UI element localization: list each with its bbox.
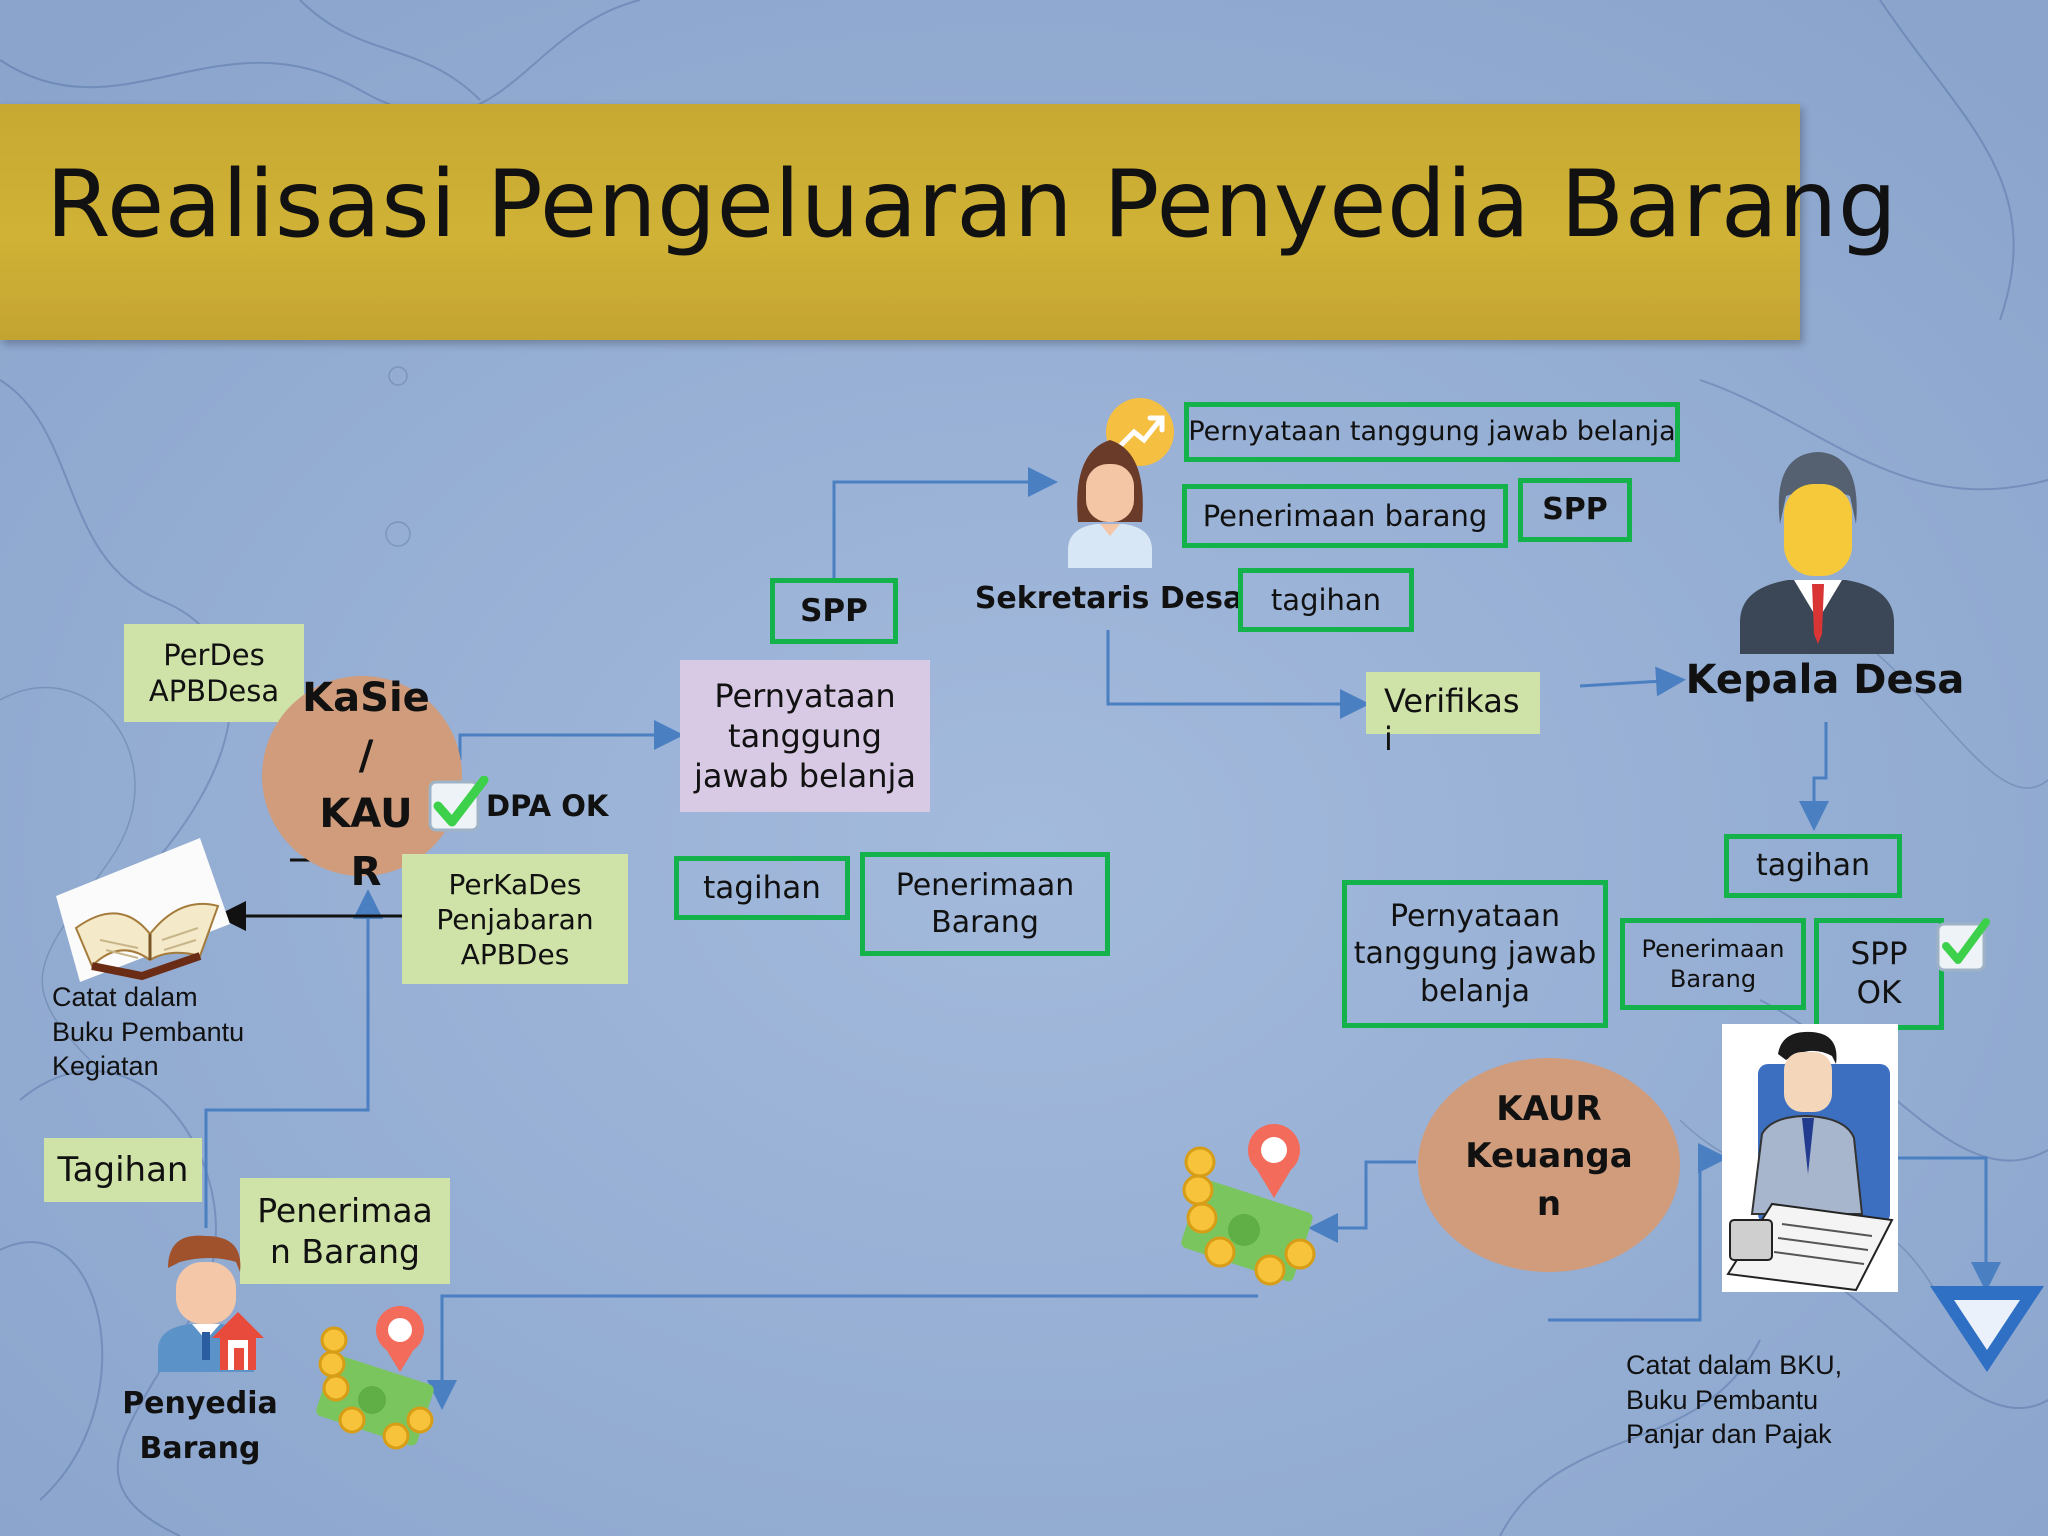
sekretaris-pernyataan-box: Pernyataan tanggung jawab belanja (1184, 402, 1680, 462)
sekretaris-tagihan-box: tagihan (1238, 568, 1414, 632)
sekretaris-spp-box: SPP (1518, 478, 1632, 542)
verifikasi-label: Verifikas i (1384, 682, 1520, 759)
arrow-spp-to-sekretaris (832, 467, 1058, 578)
perkades-box: PerKaDes Penjabaran APBDes (402, 854, 628, 984)
clerk-at-desk-icon (1722, 1024, 1898, 1292)
arrow-kaur-to-clerk (1548, 1143, 1728, 1322)
arrow-clerk-to-triangle (1898, 1156, 2001, 1292)
kepala-pernyataan-box: Pernyataan tanggung jawab belanja (1342, 880, 1608, 1028)
businessman-avatar-icon (1738, 444, 1896, 654)
kasie-circle (262, 676, 462, 876)
arrow-kasie-to-pertanggungjawaban (458, 720, 684, 760)
penyedia-barang-label: Penyedia Barang (122, 1386, 278, 1466)
arrow-kepala-to-tagihan (1799, 722, 1829, 831)
spp-middle-box: SPP (770, 578, 898, 644)
penerimaan-middle-box: Penerimaan Barang (860, 852, 1110, 956)
kepala-desa-label: Kepala Desa (1685, 657, 1965, 703)
spp-checkmark-icon (1934, 916, 1992, 976)
penerimaan-left-box: Penerimaa n Barang (240, 1178, 450, 1284)
kepala-tagihan-box: tagihan (1724, 834, 1902, 898)
catat-bku-text: Catat dalam BKU, Buku Pembantu Panjar da… (1626, 1350, 1843, 1450)
tagihan-left-box: Tagihan (44, 1138, 202, 1202)
checkmark-icon (428, 775, 490, 836)
arrow-money-to-vendor-money (427, 1294, 1258, 1410)
verifikasi-box (1366, 672, 1540, 734)
kaur-keuangan-circle (1418, 1058, 1680, 1272)
arrow-tagihan-to-kasie (204, 889, 383, 1228)
tagihan-middle-box: tagihan (674, 856, 850, 920)
house-icon (210, 1310, 266, 1372)
open-book-icon (50, 836, 232, 986)
money-coins-icon (312, 1302, 444, 1460)
down-triangle-icon (1926, 1282, 2048, 1378)
spp-ok-box: SPP OK (1814, 918, 1944, 1030)
map-pin-money-icon (1176, 1118, 1322, 1300)
page-title: Realisasi Pengeluaran Penyedia Barang (46, 150, 1898, 258)
catat-buku-pembantu-text: Catat dalam Buku Pembantu Kegiatan (52, 982, 245, 1082)
sekretaris-desa-label: Sekretaris Desa (974, 581, 1244, 617)
title-band (0, 104, 1800, 340)
dpa-ok-label: DPA OK (486, 788, 609, 823)
kepala-penerimaan-box: Penerimaan Barang (1620, 918, 1806, 1010)
arrow-verifikasi-to-kepala (1579, 666, 1686, 697)
arrow-kaur-to-money (1308, 1160, 1416, 1243)
arrow-sekretaris-to-verifikasi (1106, 630, 1370, 719)
woman-avatar-icon (1064, 432, 1156, 568)
kaur-keuangan-label: KAUR Keuanga n (1465, 1088, 1633, 1224)
perdes-box: PerDes APBDesa (124, 624, 304, 722)
pertanggungjawaban-box: Pernyataan tanggung jawab belanja (680, 660, 930, 812)
sekretaris-penerimaan-box: Penerimaan barang (1182, 484, 1508, 548)
kasie-label: KaSie / KAU R (302, 675, 430, 895)
